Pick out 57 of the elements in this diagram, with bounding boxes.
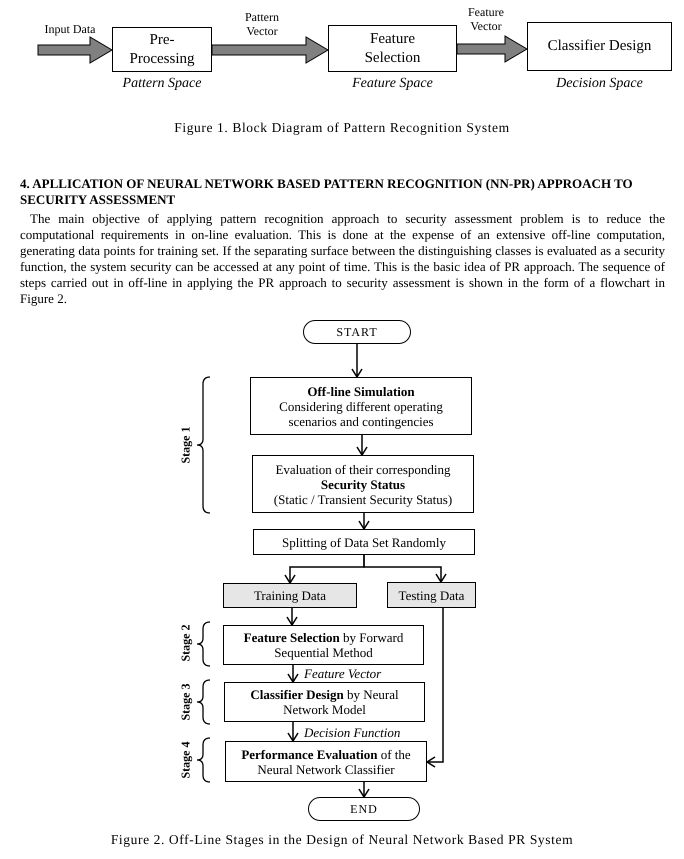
block-arrow [38, 36, 113, 64]
arrow [351, 344, 363, 378]
step-text: Pre- Processing [128, 30, 196, 68]
edge-label: Pattern Vector [244, 10, 280, 38]
step-heading: Off-line Simulation [306, 384, 416, 398]
section-heading: 4. APLLICATION OF NEURAL NETWORK BASED PATTERN RECOGNITION (NN-PR) APPROACH TO SECURITY ASSESSMENT [20, 176, 634, 208]
figure-caption: Figure 1. Block Diagram of Pattern Recognition System [173, 120, 511, 136]
arrow [426, 608, 444, 768]
process-box [112, 27, 212, 72]
block-arrow [212, 36, 329, 64]
arrow [356, 435, 368, 456]
step-text: START [335, 324, 379, 340]
space-label: Decision Space [555, 76, 644, 92]
figure-caption: Figure 2. Off-Line Stages in the Design of Neural Network Based PR System [110, 832, 574, 848]
step-text: Feature Selection [364, 30, 422, 68]
body-paragraph: The main objective of applying pattern recognition approach to security assessment problem is to reduce the computational requirements in on-line evaluation. This is done at the expense of an extensive off-line computation, generating data points for training set. If the separating surface between the distinguishing classes is evaluated as a security function, the system security can be accessed at any point of time. This is the basic idea of PR approach. The sequence of steps carried out in off-line in applying the PR approach to security assessment is shown in the form of a flowchart in Figure 2. [20, 211, 665, 307]
arrow [286, 608, 298, 626]
step-text: Considering different operating scenarios and contingencies [278, 398, 444, 428]
step-text: (Static / Transient Security Status) [272, 492, 454, 506]
step-text: Testing Data [398, 588, 466, 602]
process-box [250, 377, 472, 435]
stage-label: Stage 4 [178, 742, 194, 778]
arrow [287, 665, 299, 683]
step-text: Evaluation of their corresponding [274, 462, 452, 476]
data-box [387, 582, 476, 608]
stage-label: Stage 3 [178, 684, 194, 720]
process-box [252, 455, 474, 513]
step-text: Classifier Design [546, 37, 652, 56]
space-label: Feature Space [351, 76, 434, 92]
arrow [287, 722, 299, 742]
process-box [328, 25, 457, 72]
edge-label: Feature Vector [467, 5, 505, 33]
step-text: Feature Selection by Forward Sequential Method [242, 630, 404, 660]
step-text: END [349, 802, 379, 816]
space-label: Pattern Space [122, 76, 202, 92]
step-heading: Security Status [320, 476, 406, 492]
step-text: Performance Evaluation of the Neural Network Classifier [240, 746, 412, 776]
step-text: Training Data [252, 588, 328, 603]
terminal-pill [308, 797, 420, 821]
stage-label: Stage 2 [178, 624, 194, 662]
arrow [363, 555, 447, 583]
terminal-pill [303, 320, 411, 344]
arrow [358, 513, 370, 530]
process-box [253, 529, 475, 555]
process-box [224, 682, 425, 722]
process-box [223, 625, 424, 665]
edge-label: Input Data [44, 22, 96, 36]
step-text: Classifier Design by Neural Network Model [249, 687, 400, 717]
block-arrow [456, 35, 528, 63]
step-text: Splitting of Data Set Randomly [281, 534, 447, 550]
edge-label: Decision Function [304, 726, 402, 740]
stage-label: Stage 1 [178, 426, 194, 464]
edge-label: Feature Vector [304, 667, 382, 681]
arrow [358, 782, 370, 798]
process-box [527, 22, 672, 71]
data-box [223, 583, 357, 608]
process-box [225, 741, 427, 782]
